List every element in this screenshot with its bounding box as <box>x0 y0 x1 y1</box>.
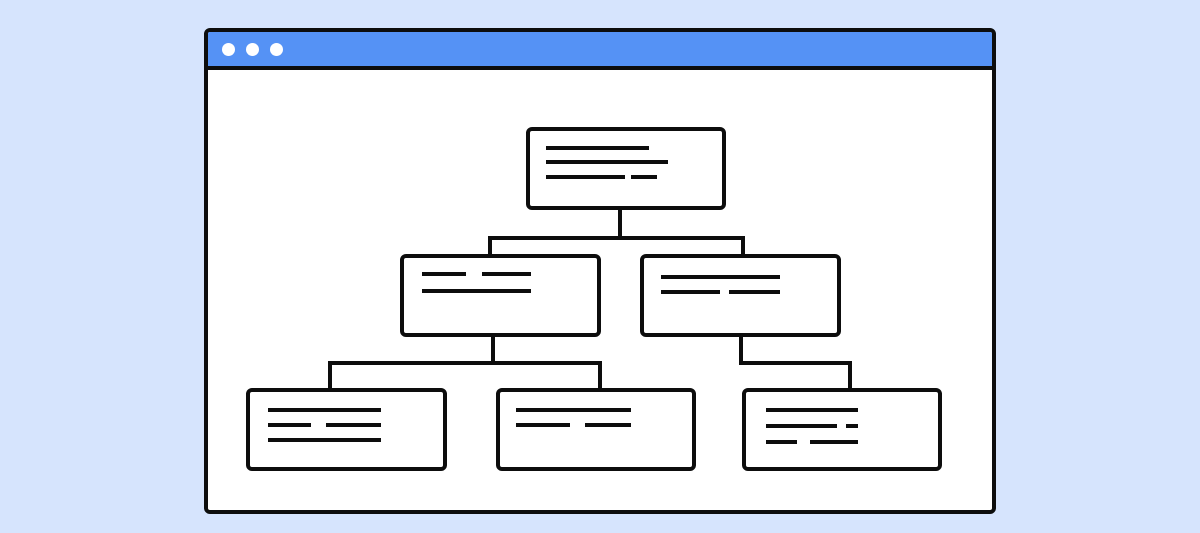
window-dot-icon[interactable] <box>246 43 259 56</box>
window-dot-icon[interactable] <box>222 43 235 56</box>
node-box-grandchild-3 <box>742 388 942 471</box>
window-dot-icon[interactable] <box>270 43 283 56</box>
node-box-child-left <box>400 254 601 337</box>
node-box-grandchild-1 <box>246 388 447 471</box>
node-box-root <box>526 127 726 210</box>
window-titlebar <box>208 32 992 70</box>
node-box-grandchild-2 <box>496 388 696 471</box>
node-box-child-right <box>640 254 841 337</box>
